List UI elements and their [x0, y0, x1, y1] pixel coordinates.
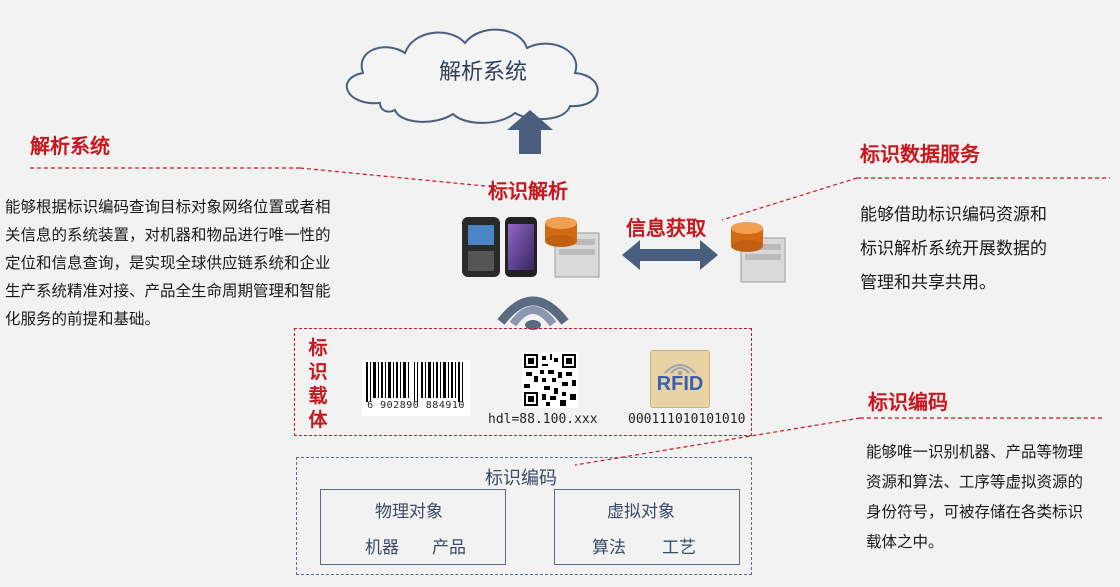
cloud-shape [345, 28, 599, 124]
physical-object-title: 物理对象 [375, 502, 443, 522]
desc-line: 生产系统精准对接、产品全生命周期管理和智能 [5, 282, 331, 300]
virtual-item-algorithm: 算法 [592, 538, 626, 558]
virtual-object-title: 虚拟对象 [607, 502, 675, 522]
physical-object-box [320, 489, 506, 565]
qr-caption: hdl=88.100.xxx [488, 412, 598, 427]
phone-rugged-icon [462, 217, 500, 277]
left-section-description: 能够根据标识编码查询目标对象网络位置或者相 关信息的系统装置，对机器和物品进行唯… [5, 193, 395, 333]
desc-line: 管理和共享共用。 [860, 273, 996, 293]
virtual-object-box [554, 489, 740, 565]
server-database-icon [545, 217, 600, 278]
desc-line: 化服务的前提和基础。 [5, 310, 161, 328]
carrier-vertical-label: 标 识 载 体 [308, 337, 328, 431]
left-section-title: 解析系统 [30, 134, 110, 158]
desc-line: 身份符号，可被存储在各类标识 [866, 503, 1084, 521]
double-arrow-icon [622, 240, 718, 270]
desc-line: 能够借助标识编码资源和 [860, 205, 1047, 225]
qr-code-icon [522, 352, 578, 408]
desc-line: 定位和信息查询，是实现全球供应链系统和企业 [5, 254, 331, 272]
desc-line: 资源和算法、工序等虚拟资源的 [866, 473, 1084, 491]
physical-item-machine: 机器 [365, 538, 399, 558]
encoding-box [296, 457, 752, 575]
resolution-label: 标识解析 [488, 179, 568, 203]
right-top-section-title: 标识数据服务 [860, 142, 980, 166]
right-bottom-section-title: 标识编码 [868, 390, 948, 414]
rfid-label: RFID [656, 373, 704, 395]
cloud-label: 解析系统 [438, 60, 527, 85]
desc-line: 标识解析系统开展数据的 [860, 239, 1047, 259]
carrier-box [294, 328, 752, 436]
right-top-section-description: 能够借助标识编码资源和 标识解析系统开展数据的 管理和共享共用。 [860, 198, 1110, 300]
rfid-tag: RFID [650, 350, 710, 408]
barcode-digits: 6 902890 884910 [367, 400, 465, 411]
desc-line: 载体之中。 [866, 533, 944, 551]
desc-line: 能够根据标识编码查询目标对象网络位置或者相 [5, 198, 331, 216]
up-arrow-icon [507, 110, 553, 154]
desc-line: 关信息的系统装置，对机器和物品进行唯一性的 [5, 226, 331, 244]
physical-item-product: 产品 [432, 538, 466, 558]
info-label: 信息获取 [626, 216, 706, 240]
right-bottom-section-description: 能够唯一识别机器、产品等物理 资源和算法、工序等虚拟资源的 身份符号，可被存储在… [866, 437, 1116, 557]
barcode: 6 902890 884910 [362, 360, 470, 416]
server-database-icon [731, 222, 786, 283]
desc-line: 能够唯一识别机器、产品等物理 [866, 443, 1084, 461]
rfid-signal-icon [664, 364, 696, 375]
smartphone-icon [505, 217, 537, 277]
virtual-item-process: 工艺 [662, 538, 696, 558]
barcode-icon [366, 362, 463, 402]
rfid-caption: 000111010101010 [628, 412, 746, 427]
encoding-box-title: 标识编码 [485, 468, 557, 489]
wireless-signal-icon [497, 296, 569, 330]
